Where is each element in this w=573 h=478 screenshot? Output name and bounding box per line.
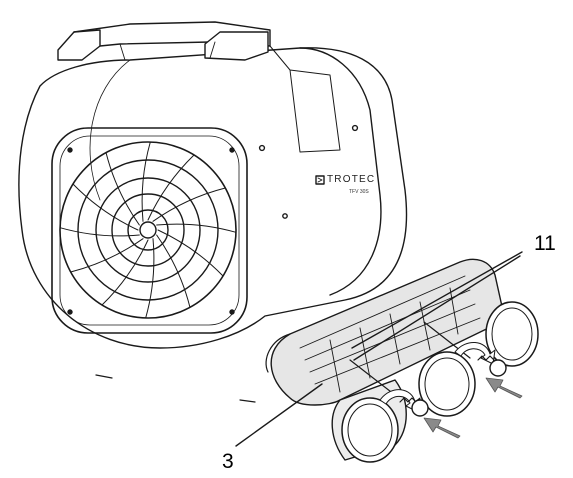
grille-spoke [145, 238, 155, 319]
callout-filter-cover: 3 [222, 450, 234, 473]
fan-body [18, 47, 408, 349]
grille-spoke [156, 234, 191, 308]
grille-spoke [59, 227, 140, 237]
grille-spoke [147, 154, 195, 221]
leader-lines [235, 251, 523, 447]
carry-handle [57, 21, 341, 153]
grille-spoke [152, 187, 226, 222]
grille-spoke [72, 183, 139, 231]
grille-spoke [141, 141, 151, 222]
screw [258, 144, 266, 152]
brand-logo-icon [315, 175, 325, 185]
fan-grille [51, 127, 248, 334]
brand-name: TROTEC [327, 174, 376, 185]
brand-logo-chevron [317, 177, 323, 183]
grille-spoke [156, 223, 237, 233]
grille-spoke [101, 239, 149, 306]
grille-spoke [157, 229, 224, 277]
fan-foot [95, 374, 256, 403]
grille-spoke [105, 152, 140, 226]
callout-filter-holder: 11 [534, 232, 556, 255]
screw [282, 213, 288, 219]
screw [351, 124, 359, 132]
grille-spoke [70, 238, 144, 273]
screw-spring [399, 355, 507, 417]
push-arrow-icon [423, 377, 523, 439]
model-name: TFV 30S [349, 189, 369, 195]
